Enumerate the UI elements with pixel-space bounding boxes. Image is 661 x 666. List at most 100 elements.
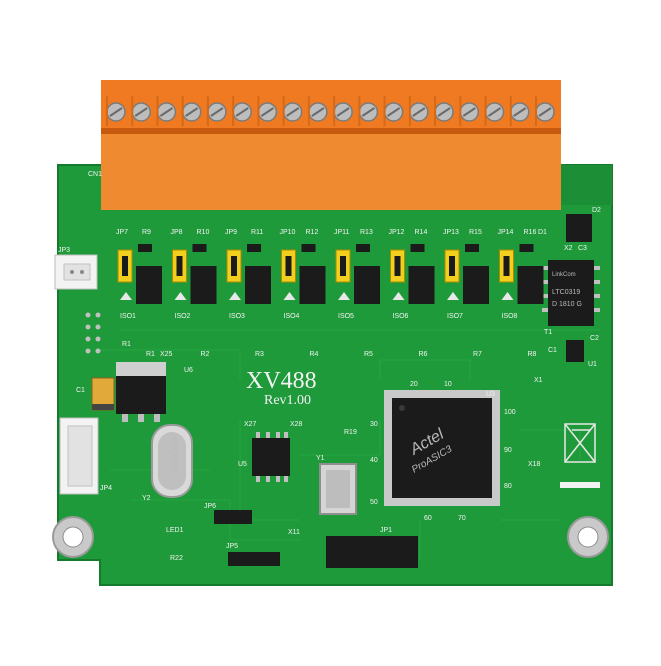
transformer-part-marking-2: D 1810 G bbox=[552, 301, 582, 308]
oscillator-y1 bbox=[319, 463, 357, 515]
label-isolator: ISO5 bbox=[338, 313, 354, 320]
resistor bbox=[247, 244, 261, 252]
label-jumper: JP13 bbox=[443, 229, 459, 236]
label-resistor-lower: R8 bbox=[528, 351, 537, 358]
transformer-brand-marking: LinkCom bbox=[552, 272, 576, 278]
label-c2: C2 bbox=[590, 335, 599, 342]
terminal-block-connector bbox=[101, 80, 561, 210]
fpga-pin-20: 20 bbox=[410, 381, 418, 388]
mounting-hole-left bbox=[52, 516, 94, 558]
label-resistor-lower: R5 bbox=[364, 351, 373, 358]
label-jp6: JP6 bbox=[204, 503, 216, 510]
label-jumper: JP14 bbox=[498, 229, 514, 236]
isolator-iso4 bbox=[299, 266, 326, 304]
label-c3: C3 bbox=[578, 245, 587, 252]
fpga-pin-90: 90 bbox=[504, 447, 512, 454]
jumper-pin bbox=[394, 256, 401, 276]
terminal-screw bbox=[434, 96, 454, 126]
label-jp3: JP3 bbox=[58, 247, 70, 254]
jp3-connector bbox=[54, 254, 98, 290]
terminal-screw bbox=[131, 96, 151, 126]
jumper-pin bbox=[176, 256, 183, 276]
label-isolator: ISO7 bbox=[447, 313, 463, 320]
fpga-pin-80: 80 bbox=[504, 483, 512, 490]
label-jumper: JP9 bbox=[225, 229, 237, 236]
label-isolator: ISO4 bbox=[284, 313, 300, 320]
terminal-block-shade bbox=[101, 128, 561, 134]
fpga-pin-40: 40 bbox=[370, 457, 378, 464]
label-u6: U6 bbox=[184, 367, 193, 374]
resistor bbox=[519, 244, 534, 252]
label-x28: X28 bbox=[290, 421, 303, 428]
isolator-iso8 bbox=[517, 266, 544, 304]
silkscreen-labels: XV488 Rev1.00 CN1 JP3 JP4 C1 R1 X25 U6 U… bbox=[58, 171, 601, 562]
label-isolator: ISO3 bbox=[229, 313, 245, 320]
terminal-screw bbox=[156, 96, 177, 126]
terminal-screw bbox=[307, 96, 328, 126]
label-u1: U1 bbox=[588, 361, 597, 368]
pin1-marker bbox=[229, 292, 241, 300]
transformer-part-marking-1: LTC0319 bbox=[552, 289, 580, 296]
label-y1: Y1 bbox=[316, 455, 325, 462]
label-isolator: ISO6 bbox=[393, 313, 409, 320]
pin1-marker bbox=[283, 292, 296, 300]
label-jumper: JP12 bbox=[389, 229, 405, 236]
label-r1: R1 bbox=[122, 341, 131, 348]
jumper-pin bbox=[503, 256, 510, 276]
chip-u5 bbox=[252, 432, 290, 482]
board-revision-label: Rev1.00 bbox=[264, 393, 311, 408]
label-cn1: CN1 bbox=[88, 171, 102, 178]
label-jp1: JP1 bbox=[380, 527, 392, 534]
pin1-marker bbox=[501, 292, 514, 300]
crystal-y2 bbox=[151, 424, 193, 498]
label-jumper: JP11 bbox=[334, 229, 350, 236]
label-t1: T1 bbox=[544, 329, 552, 336]
crystal-marking: KDS 22.118 bbox=[170, 436, 177, 473]
jp1-pin-header bbox=[326, 536, 418, 568]
label-isolator: ISO2 bbox=[175, 313, 191, 320]
label-jp5: JP5 bbox=[226, 543, 238, 550]
label-d1: D1 bbox=[538, 229, 547, 236]
terminal-block-body bbox=[101, 130, 561, 210]
white-bar-marking bbox=[560, 482, 600, 488]
fpga-pin-100: 100 bbox=[504, 409, 516, 416]
weee-bin-icon bbox=[564, 423, 596, 463]
jp5-pin-header bbox=[228, 552, 280, 566]
isolator-iso3 bbox=[245, 266, 271, 304]
label-resistor: R9 bbox=[142, 229, 151, 236]
label-led1: LED1 bbox=[166, 527, 184, 534]
terminal-screw bbox=[257, 96, 278, 126]
resistor bbox=[301, 244, 316, 252]
chip-u1 bbox=[566, 340, 584, 362]
terminal-screw bbox=[333, 96, 353, 126]
jp4-connector bbox=[59, 417, 99, 495]
resistor bbox=[410, 244, 425, 252]
label-u5: U5 bbox=[238, 461, 247, 468]
mounting-hole-right bbox=[567, 516, 609, 558]
voltage-regulator-u6 bbox=[116, 362, 166, 422]
terminal-screw bbox=[181, 96, 202, 126]
fpga-pin-50: 50 bbox=[370, 499, 378, 506]
terminal-screw bbox=[206, 96, 227, 126]
jumper-pin bbox=[285, 256, 292, 276]
terminal-screw bbox=[232, 96, 252, 126]
terminal-screw bbox=[383, 96, 404, 126]
label-u3: U3 bbox=[486, 391, 495, 398]
resistor bbox=[356, 244, 370, 252]
label-x25: X25 bbox=[160, 351, 173, 358]
label-jumper: JP10 bbox=[280, 229, 296, 236]
label-resistor-lower: R7 bbox=[473, 351, 482, 358]
jumper-pin bbox=[122, 256, 128, 276]
label-resistor: R16 bbox=[524, 229, 537, 236]
pin1-marker bbox=[174, 292, 187, 300]
label-resistor-lower: R6 bbox=[419, 351, 428, 358]
label-resistor-lower: R1 bbox=[146, 351, 155, 358]
transformer-t1 bbox=[542, 260, 600, 326]
fpga-pin-10: 10 bbox=[444, 381, 452, 388]
